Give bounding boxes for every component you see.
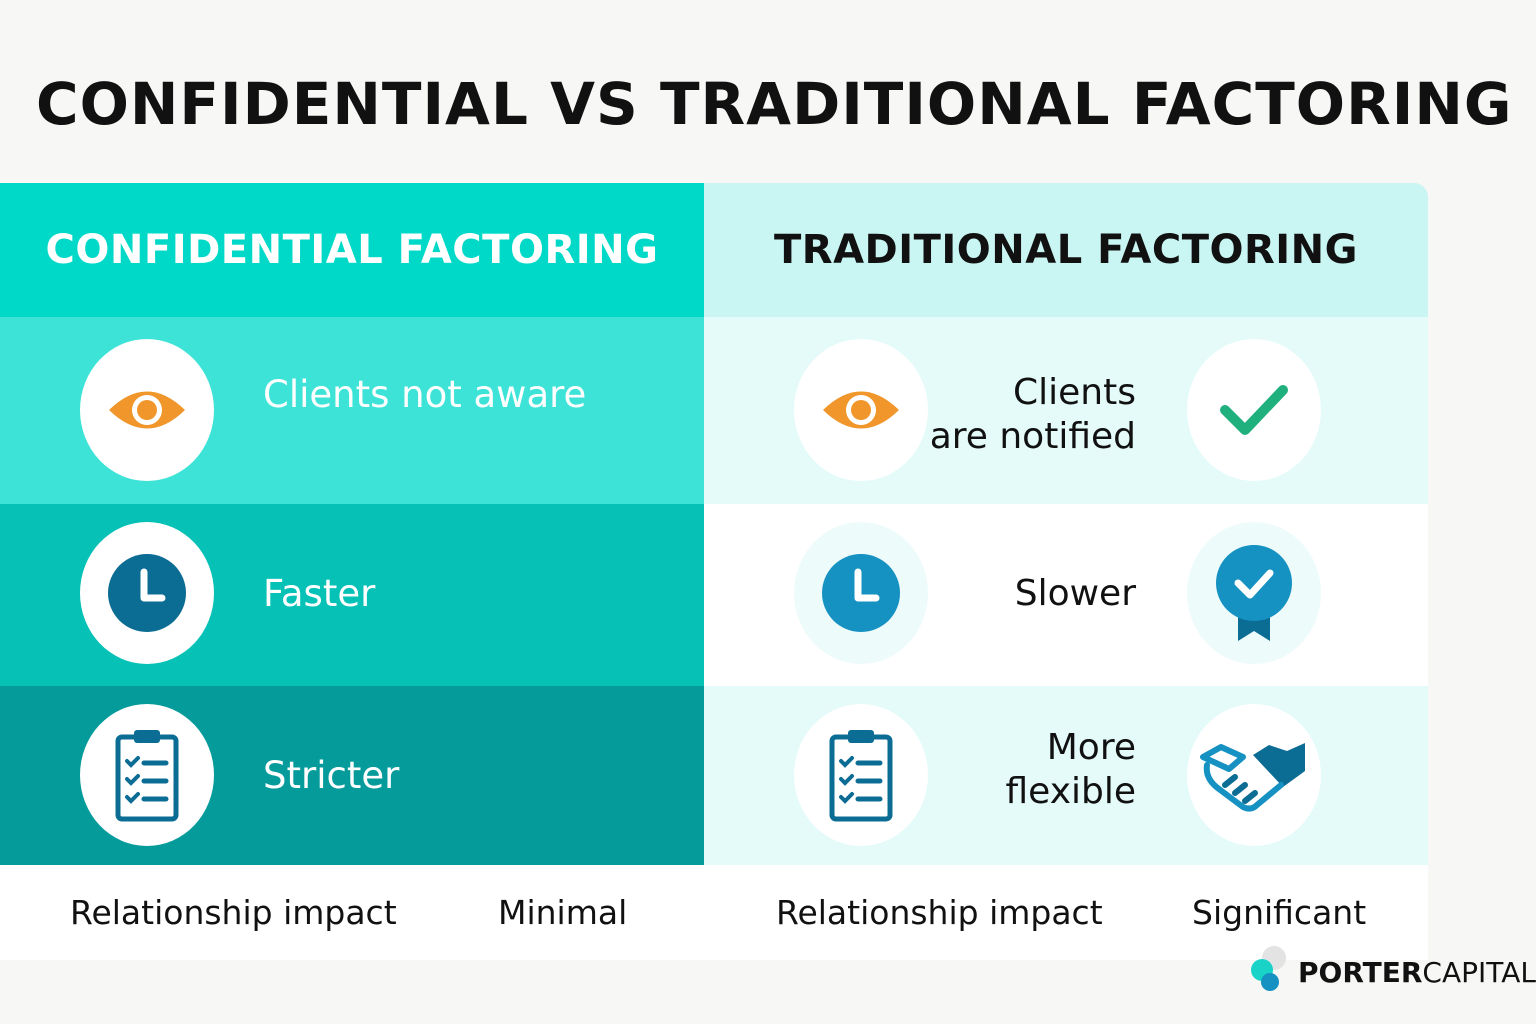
confidential-awareness-text: Clients not aware [263,373,587,416]
confidential-impact-label: Relationship impact [70,893,397,932]
confidential-requirements-text: Stricter [263,754,400,797]
confidential-header: CONFIDENTIAL FACTORING [0,183,704,317]
clipboard-checklist-icon [80,704,214,846]
traditional-awareness-text: Clients are notified [929,372,1136,457]
eye-icon [80,339,214,481]
confidential-speed-text: Faster [263,572,376,615]
confidential-row-requirements: Stricter [0,686,704,865]
clock-icon [794,522,928,664]
traditional-row-speed: Slower [704,504,1428,686]
traditional-row-awareness: Clients are notified [704,317,1428,504]
logo-wordmark: PORTERCAPITAL [1298,956,1536,989]
clipboard-checklist-icon [794,704,928,846]
traditional-impact-value: Significant [1192,893,1367,932]
comparison-table: CONFIDENTIAL FACTORING Clients not aware… [0,183,1428,960]
checkmark-icon [1187,339,1321,481]
confidential-impact-value: Minimal [498,893,628,932]
traditional-header: TRADITIONAL FACTORING [704,183,1428,317]
confidential-row-speed: Faster [0,504,704,686]
confidential-column: CONFIDENTIAL FACTORING Clients not aware… [0,183,704,865]
logo-mark-icon [1251,946,1286,991]
handshake-icon [1187,704,1321,846]
eye-icon [794,339,928,481]
traditional-requirements-text: More flexible [1005,727,1137,812]
traditional-speed-text: Slower [1014,573,1136,614]
clock-icon [80,522,214,664]
relationship-impact-row: Relationship impact Minimal Relationship… [0,865,1428,960]
award-badge-icon [1187,522,1321,664]
page-title: CONFIDENTIAL VS TRADITIONAL FACTORING [36,70,1513,138]
confidential-row-awareness: Clients not aware [0,317,704,504]
traditional-impact-label: Relationship impact [776,893,1103,932]
traditional-column: TRADITIONAL FACTORING Clients are notifi… [704,183,1428,865]
porter-capital-logo: PORTERCAPITAL [1248,944,1536,994]
traditional-row-requirements: More flexible [704,686,1428,865]
